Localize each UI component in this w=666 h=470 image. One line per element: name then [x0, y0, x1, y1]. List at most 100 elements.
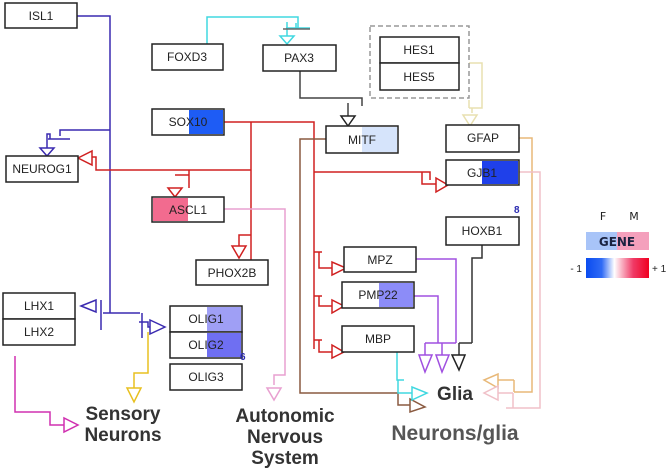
gene-label: HOXB1	[462, 224, 503, 238]
neurons-glia-label: Neurons/glia	[391, 422, 519, 445]
autonomic-nervous-system-label: Nervous	[247, 427, 323, 448]
gene-label: NEUROG1	[12, 162, 72, 176]
legend-max-label: + 1	[652, 264, 666, 275]
legend-min-label: - 1	[570, 264, 582, 275]
activation-arrow-icon	[461, 114, 479, 128]
gene-ascl1[interactable]: ASCL1	[151, 196, 225, 223]
isl1-lhx-olig-edge	[100, 300, 150, 338]
activation-arrow-icon	[265, 387, 283, 402]
legend-female-label: F	[600, 210, 606, 223]
gene-hes1[interactable]: HES1	[379, 36, 460, 64]
sensory-edge	[133, 332, 149, 388]
activation-arrow-icon	[331, 298, 346, 315]
activation-arrow-icon	[482, 372, 499, 390]
gene-pax3[interactable]: PAX3	[262, 44, 337, 72]
activation-arrow-icon	[409, 397, 427, 414]
gene-hes5[interactable]: HES5	[379, 62, 460, 91]
ascl1-autonomic-edge	[224, 208, 286, 385]
outcome-labels: Sensory Neurons Autonomic Nervous System…	[84, 384, 518, 469]
gene-label: LHX1	[24, 299, 54, 313]
sox10-edge	[90, 121, 315, 349]
expression-fill-male	[482, 161, 518, 184]
gene-pmp22[interactable]: PMP22	[341, 281, 415, 309]
autonomic-nervous-system-label: System	[251, 448, 319, 469]
legend-male-swatch	[617, 232, 649, 250]
lhx-sensory-edge	[14, 356, 64, 426]
gene-label: GJB1	[467, 166, 497, 180]
gene-label: MITF	[348, 133, 376, 147]
activation-arrow-icon	[76, 149, 93, 167]
sox10-gjb1-edge	[314, 171, 436, 185]
gene-label: OLIG1	[188, 312, 224, 326]
activation-arrow-icon	[166, 187, 184, 199]
gene-label: MPZ	[367, 253, 392, 267]
hes-group-frame	[369, 25, 470, 99]
gene-mitf[interactable]: MITF	[325, 125, 399, 154]
gene-neurog1[interactable]: NEUROG1	[5, 155, 79, 183]
activation-arrow-icon	[417, 354, 434, 375]
mbp-glia-edge	[396, 352, 412, 394]
gene-phox2b[interactable]: PHOX2B	[195, 259, 269, 286]
gene-label: PAX3	[284, 51, 314, 65]
gfap-glia-edge	[498, 137, 533, 393]
sensory-neurons-label: Neurons	[84, 425, 161, 446]
expression-fill-male	[379, 283, 413, 307]
gene-label: ISL1	[29, 9, 54, 23]
gene-label: HES1	[403, 43, 435, 57]
gene-label: MBP	[365, 332, 391, 346]
autonomic-nervous-system-label: Autonomic	[235, 406, 335, 427]
glia-label: Glia	[437, 384, 473, 405]
legend: F M GENE - 1 + 1	[570, 210, 666, 278]
hoxb1-footnote: 8	[514, 205, 520, 216]
hoxb1-glia-edge	[458, 245, 483, 355]
activation-arrow-icon	[149, 318, 167, 336]
mitf-neurons-glia-edge	[299, 138, 410, 406]
activation-arrow-icon	[125, 387, 143, 404]
isl1-neurog1-edge	[46, 129, 110, 148]
gene-olig1[interactable]: OLIG1	[169, 305, 243, 333]
gene-foxd3[interactable]: FOXD3	[151, 43, 224, 71]
gene-label: ASCL1	[169, 203, 207, 217]
activation-arrow-icon	[78, 298, 97, 314]
gene-sox10[interactable]: SOX10	[151, 108, 225, 136]
gene-mbp[interactable]: MBP	[341, 325, 415, 353]
activation-arrow-icon	[435, 176, 450, 194]
gjb1-glia-edge	[498, 171, 541, 409]
gene-isl1[interactable]: ISL1	[4, 2, 78, 29]
activation-arrow-icon	[331, 260, 348, 277]
gene-label: FOXD3	[167, 50, 207, 64]
hes-gfap-edge	[468, 62, 483, 113]
gene-lhx2[interactable]: LHX2	[2, 318, 76, 346]
gene-gfap[interactable]: GFAP	[445, 124, 520, 153]
legend-male-label: M	[629, 210, 639, 223]
gene-mpz[interactable]: MPZ	[343, 246, 417, 273]
activation-arrow-icon	[411, 385, 429, 402]
gene-hoxb1[interactable]: HOXB1	[445, 216, 520, 246]
sensory-neurons-label: Sensory	[86, 404, 161, 425]
gene-olig2[interactable]: OLIG2	[169, 331, 243, 359]
legend-gene-label: GENE	[599, 235, 635, 249]
expression-fill-male	[207, 307, 241, 331]
gene-lhx1[interactable]: LHX1	[2, 292, 76, 320]
expression-fill-male	[207, 333, 241, 357]
sox10-myelin-edges	[314, 251, 332, 353]
activation-arrow-icon	[331, 343, 346, 360]
mpz-pmp22-glia-edges	[414, 258, 457, 355]
pax3-mitf-edge	[299, 71, 363, 116]
expression-fill-male	[189, 110, 223, 134]
sox10-phox2b-edge	[238, 234, 251, 246]
legend-female-swatch	[586, 232, 617, 250]
activation-arrow-icon	[38, 147, 56, 158]
expression-fill-female	[153, 198, 188, 221]
gene-gjb1[interactable]: GJB1	[445, 159, 520, 186]
gene-label: OLIG3	[188, 370, 224, 384]
gene-nodes: ISL1 FOXD3 PAX3 SOX10 NEUROG1 ASCL1 PHOX…	[2, 2, 520, 391]
activation-arrow-icon	[63, 416, 80, 434]
legend-color-scale	[586, 258, 649, 278]
olig-footnote: 6	[240, 352, 246, 363]
gene-label: PMP22	[358, 288, 398, 302]
gene-label: HES5	[403, 70, 435, 84]
gene-olig3[interactable]: OLIG3	[169, 363, 243, 391]
